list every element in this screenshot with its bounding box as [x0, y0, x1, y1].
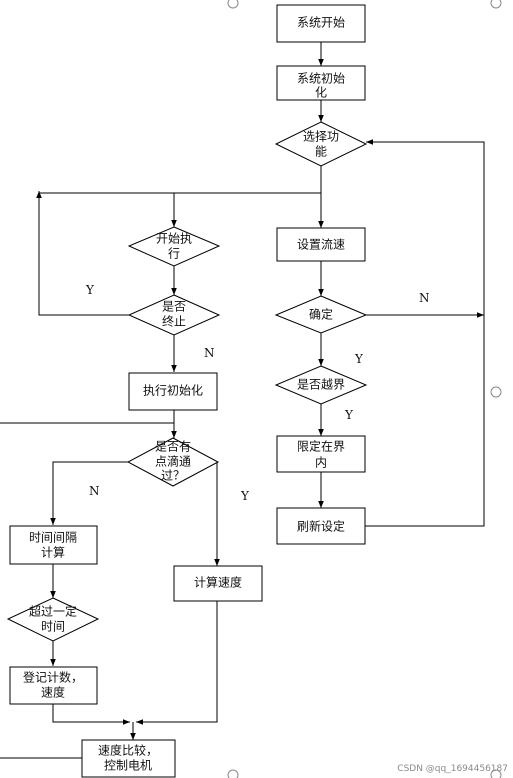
node-system-init-label-2: 化: [315, 86, 327, 100]
node-limit-range-label-1: 限定在界: [297, 439, 345, 454]
node-execute-init: 执行初始化: [128, 372, 218, 411]
edge-label-drip-no: N: [89, 484, 100, 498]
node-time-interval: 时间间隔 计算: [9, 525, 98, 565]
node-start-execute-label-2: 行: [168, 247, 180, 261]
edge-drip-no: [50, 461, 128, 525]
node-record-count-label-2: 速度: [41, 685, 65, 700]
node-terminate-label-2: 终止: [162, 314, 186, 329]
node-drip-detect-label-2: 点滴通: [155, 454, 191, 469]
node-limit-range: 限定在界 内: [276, 435, 366, 473]
page-margin-circles: [227, 0, 502, 778]
edge-select-to-execute: [171, 192, 321, 227]
node-confirm: 确定: [274, 295, 368, 334]
edge-labels: Y N N Y Y N Y: [85, 283, 430, 503]
edge-terminate-yes: [36, 191, 129, 316]
node-terminate: 是否 终止: [127, 294, 221, 336]
node-record-count-label-1: 登记计数，: [23, 670, 83, 685]
edge-label-drip-yes: Y: [240, 489, 250, 503]
edge-label-bounds-yes: Y: [344, 408, 354, 422]
connectors: [0, 42, 485, 759]
edge-label-confirm-no: N: [419, 291, 430, 305]
node-execute-init-label: 执行初始化: [143, 384, 203, 398]
node-calc-speed: 计算速度: [173, 565, 263, 602]
node-out-of-bounds: 是否越界: [274, 365, 368, 405]
node-system-init-label-1: 系统初始: [297, 72, 345, 86]
node-refresh-setting-label: 刷新设定: [297, 519, 345, 534]
node-time-interval-label-1: 时间间隔: [29, 531, 77, 545]
node-system-start-label: 系统开始: [297, 16, 345, 30]
node-limit-range-label-2: 内: [315, 456, 327, 470]
edge-refresh-loop: [365, 139, 485, 527]
node-select-function: 选择功 能: [274, 121, 368, 167]
node-compare-control-label-1: 速度比较，: [98, 743, 158, 758]
node-exceed-time-label-1: 超过一定: [29, 604, 77, 619]
node-set-flow-rate-label: 设置流速: [297, 238, 345, 252]
node-terminate-label-1: 是否: [162, 300, 186, 314]
node-select-function-label-2: 能: [315, 145, 327, 159]
node-time-interval-label-2: 计算: [41, 545, 65, 560]
edge-label-confirm-yes: Y: [354, 352, 364, 366]
node-calc-speed-label: 计算速度: [194, 575, 242, 590]
node-exceed-time: 超过一定 时间: [6, 597, 100, 642]
edge-label-terminate-no: N: [204, 346, 215, 360]
node-out-of-bounds-label: 是否越界: [297, 378, 345, 392]
nodes: 系统开始 系统初始 化 选择功 能 开始执 行 是否 终止 执行初始化: [6, 4, 368, 778]
watermark-text: CSDN @qq_1694456187: [397, 764, 508, 774]
node-system-start: 系统开始: [276, 4, 366, 43]
edge-label-terminate-yes: Y: [85, 283, 95, 297]
edge-calc-to-merge: [136, 601, 218, 725]
node-confirm-label: 确定: [309, 307, 333, 322]
node-compare-control-label-2: 控制电机: [104, 759, 152, 773]
node-drip-detect-label-1: 是否有: [155, 440, 191, 454]
node-start-execute-label-1: 开始执: [156, 232, 192, 246]
edge-record-to-merge: [52, 704, 130, 725]
node-set-flow-rate: 设置流速: [276, 227, 366, 262]
node-start-execute: 开始执 行: [127, 226, 221, 267]
node-compare-control: 速度比较， 控制电机: [81, 739, 176, 778]
node-select-function-label-1: 选择功: [303, 130, 339, 144]
node-refresh-setting: 刷新设定: [276, 507, 366, 545]
node-system-init: 系统初始 化: [276, 65, 366, 101]
node-record-count: 登记计数， 速度: [9, 666, 98, 705]
node-drip-detect: 是否有 点滴通 过？: [126, 437, 220, 487]
node-drip-detect-label-3: 过？: [161, 469, 185, 483]
node-exceed-time-label-2: 时间: [41, 620, 65, 634]
